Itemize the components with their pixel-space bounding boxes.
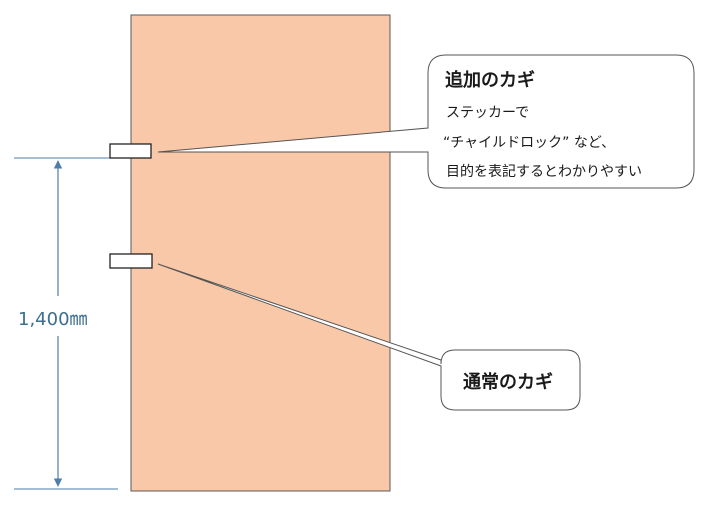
additional-lock-line-2: “チャイルドロック” など、	[443, 135, 616, 151]
additional-lock-marker	[109, 143, 152, 159]
normal-lock-title: 通常のカギ	[463, 372, 553, 393]
additional-lock-line-1: ステッカーで	[446, 105, 530, 121]
normal-lock-marker	[109, 253, 153, 269]
dimension-label: 1,400㎜	[18, 309, 88, 330]
additional-lock-title: 追加のカギ	[445, 70, 535, 91]
callout-additional-lock-bubble	[157, 54, 695, 189]
additional-lock-line-3: 目的を表記するとわかりやすい	[446, 164, 642, 180]
door-panel	[130, 14, 391, 492]
callout-normal-lock-bubble	[157, 263, 581, 411]
